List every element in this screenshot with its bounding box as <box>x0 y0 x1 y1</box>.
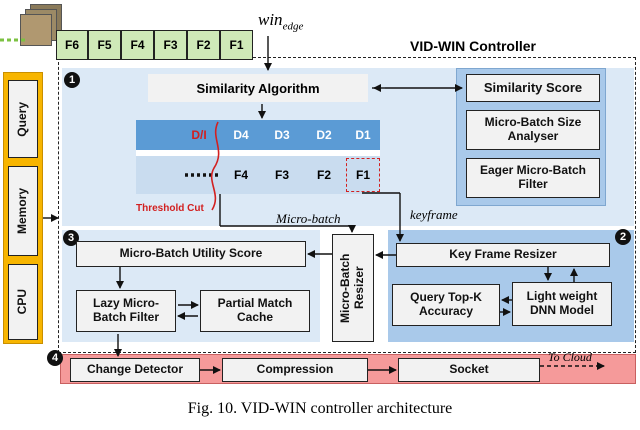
badge-4: 4 <box>47 350 63 366</box>
grid-top-d4: D4 <box>233 128 249 142</box>
similarity-algorithm-box: Similarity Algorithm <box>148 74 368 102</box>
to-cloud-label: To Cloud <box>548 350 592 364</box>
frame-f5: F5 <box>88 30 121 60</box>
partial-cache-box: Partial Match Cache <box>200 290 310 332</box>
keyframe-label: keyframe <box>410 207 458 222</box>
video-thumbnail-stack <box>20 4 62 46</box>
threshold-cut-label: Threshold Cut <box>136 203 204 214</box>
grid-bottom-f1-keyframe: F1 <box>346 158 380 192</box>
frame-f1: F1 <box>220 30 253 60</box>
grid-top-d3: D3 <box>274 128 290 142</box>
similarity-grid <box>136 120 380 194</box>
badge-3: 3 <box>63 230 79 246</box>
socket-box: Socket <box>398 358 540 382</box>
lazy-filter-box: Lazy Micro-Batch Filter <box>76 290 176 332</box>
grid-top-di: D/I <box>191 128 207 142</box>
frame-f6: F6 <box>56 30 88 60</box>
resource-memory: Memory <box>8 166 38 256</box>
grid-bottom-f4: F4 <box>233 168 248 182</box>
utility-score-box: Micro-Batch Utility Score <box>76 241 306 267</box>
query-topk-box: Query Top-K Accuracy <box>392 284 500 326</box>
grid-bottom-f3: F3 <box>274 168 289 182</box>
controller-title: VID-WIN Controller <box>410 38 536 54</box>
controller-dashed-boundary <box>58 57 636 353</box>
grid-bottom-f2: F2 <box>316 168 331 182</box>
frame-f4: F4 <box>121 30 154 60</box>
badge-2: 2 <box>615 229 631 245</box>
key-frame-resizer-box: Key Frame Resizer <box>396 243 610 267</box>
micro-batch-size-analyser-box: Micro-Batch Size Analyser <box>466 110 600 150</box>
win-edge-label: winedge <box>258 10 304 33</box>
dnn-model-box: Light weight DNN Model <box>512 282 612 326</box>
frame-f2: F2 <box>187 30 220 60</box>
compression-box: Compression <box>222 358 368 382</box>
frame-f3: F3 <box>154 30 187 60</box>
similarity-score-box: Similarity Score <box>466 74 600 102</box>
resource-cpu: CPU <box>8 264 38 340</box>
micro-batch-label: Micro-batch <box>276 211 341 226</box>
badge-1: 1 <box>64 72 80 88</box>
eager-micro-batch-filter-box: Eager Micro-Batch Filter <box>466 158 600 198</box>
micro-batch-resizer-box: Micro-Batch Resizer <box>332 234 374 342</box>
resource-query: Query <box>8 80 38 158</box>
figure-caption: Fig. 10. VID-WIN controller architecture <box>187 400 453 417</box>
change-detector-box: Change Detector <box>70 358 200 382</box>
grid-top-d2: D2 <box>316 128 332 142</box>
grid-top-d1: D1 <box>355 128 371 142</box>
